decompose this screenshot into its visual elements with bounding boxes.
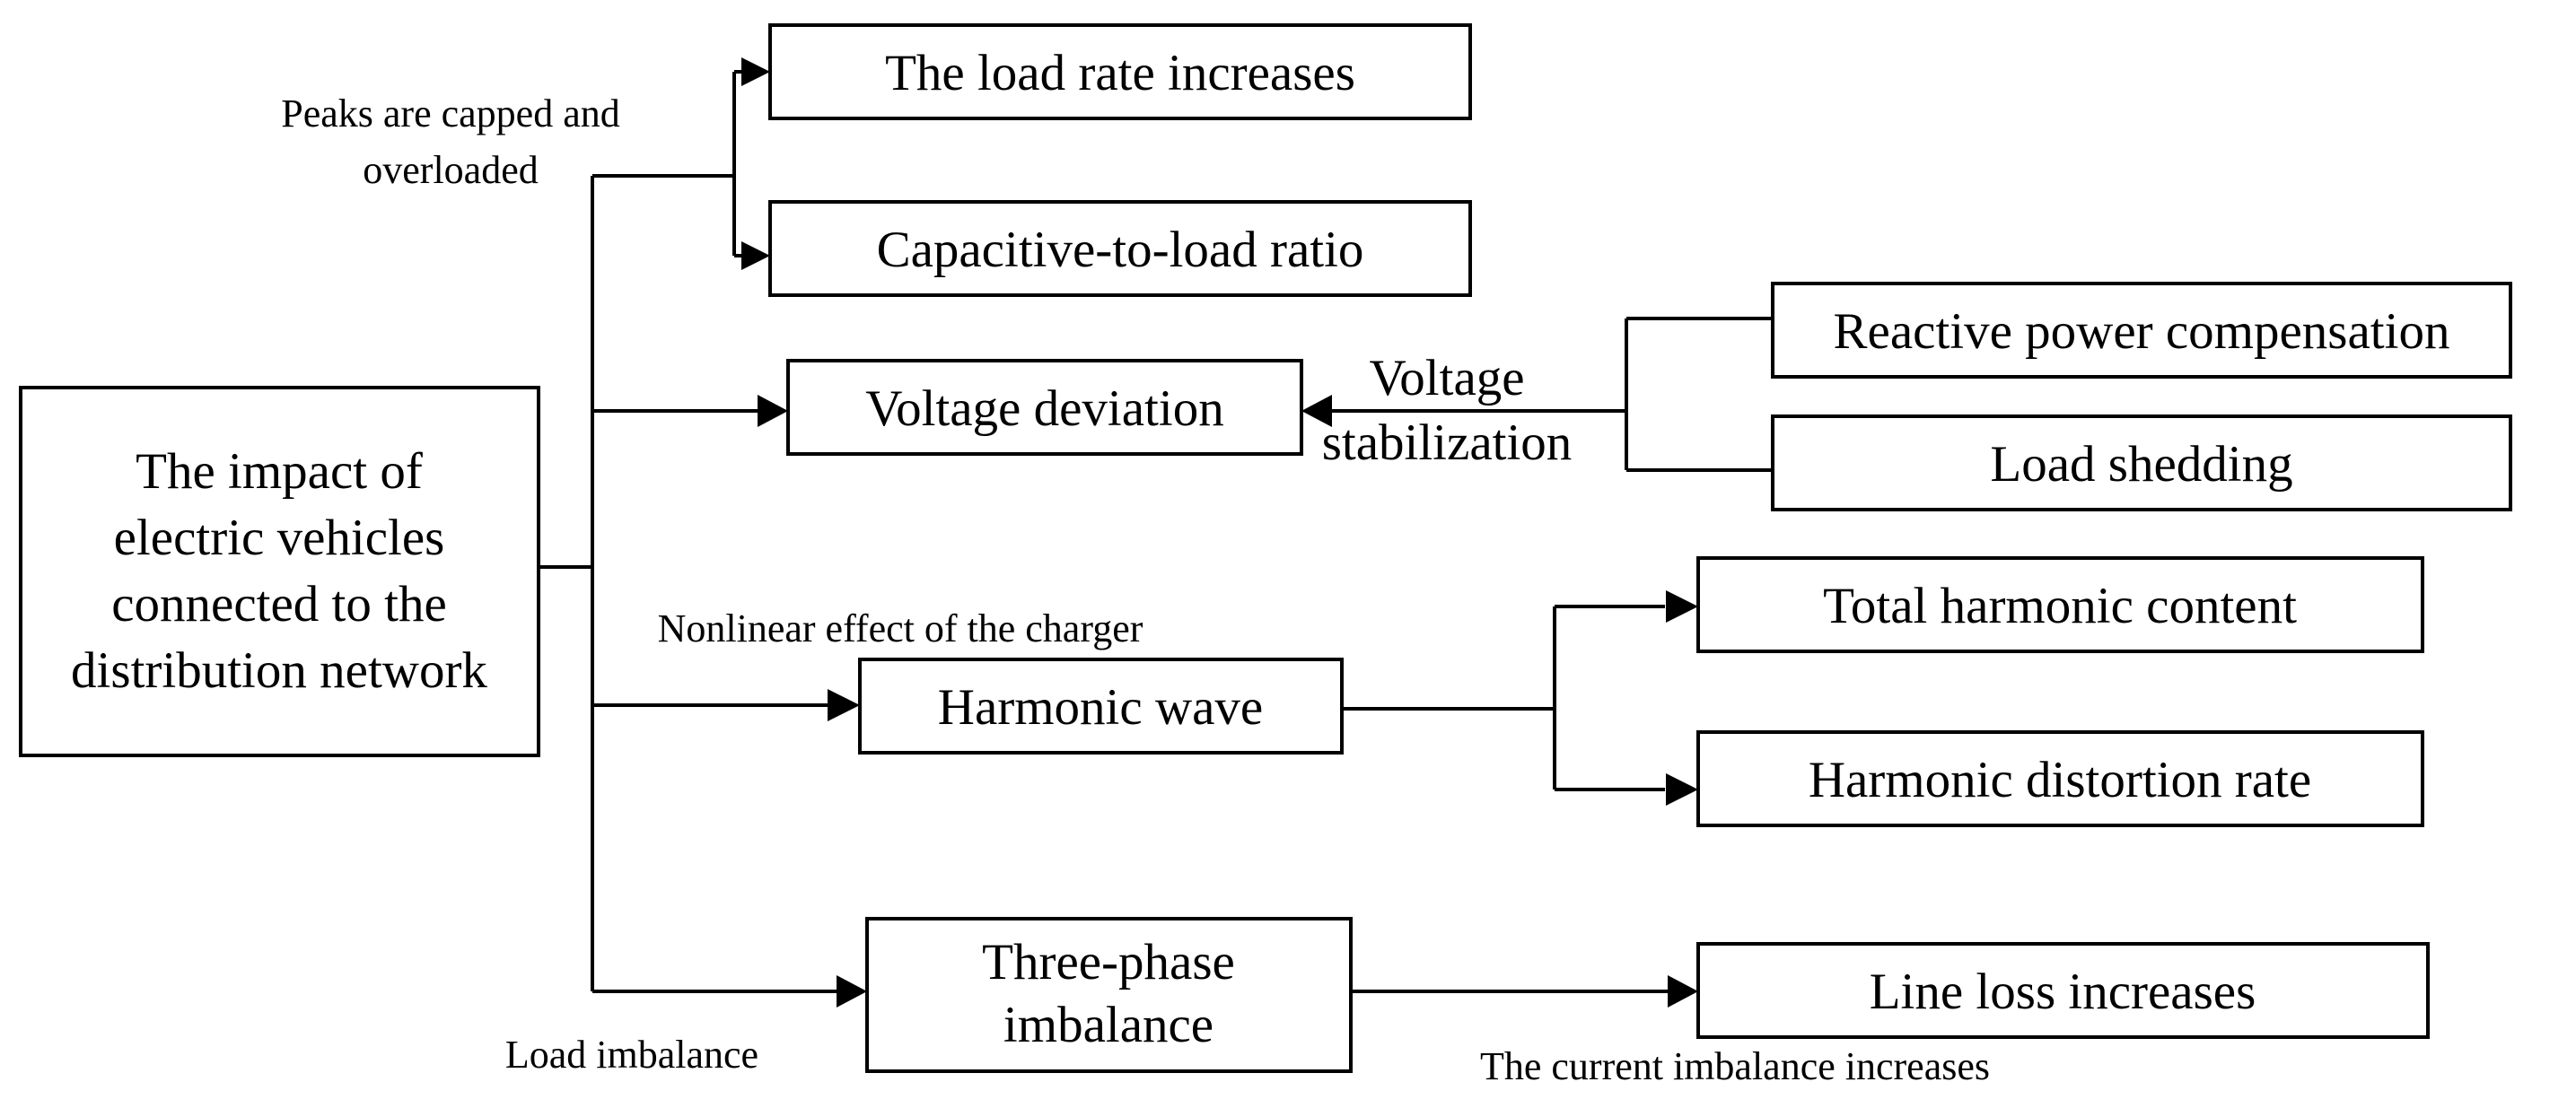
arrow-voltage — [758, 395, 788, 427]
arrow-thd — [1666, 590, 1698, 623]
root-box — [19, 386, 540, 757]
node-load-shedding: Load shedding — [1771, 414, 2512, 511]
node-harmonic: Harmonic wave — [858, 658, 1344, 755]
voltage-deviation-label: Voltage deviation — [865, 380, 1223, 437]
node-voltage-deviation: Voltage deviation — [786, 359, 1303, 456]
nonlinear-label: Nonlinear effect of the charger — [658, 606, 1143, 650]
arrow-stabilization — [1301, 395, 1332, 427]
voltage-stab-line-1: Voltage — [1369, 350, 1524, 406]
voltage-stab-line-2: stabilization — [1322, 414, 1573, 471]
current-imbalance-label: The current imbalance increases — [1480, 1044, 1990, 1088]
reactive-label: Reactive power compensation — [1834, 303, 2450, 360]
node-three-phase: Three-phase imbalance — [865, 917, 1353, 1073]
node-load-rate: The load rate increases — [768, 23, 1472, 120]
three-phase-line-2: imbalance — [1003, 997, 1214, 1053]
node-cap-ratio: Capacitive-to-load ratio — [768, 200, 1472, 297]
peaks-label-line-1: Peaks are capped and — [281, 92, 619, 135]
connectors — [539, 70, 1773, 993]
node-hdr: Harmonic distortion rate — [1696, 730, 2424, 827]
root-line-2: electric vehicles — [114, 510, 445, 566]
root-line-4: distribution network — [71, 642, 487, 699]
load-rate-label: The load rate increases — [885, 45, 1355, 101]
load-imbalance-label: Load imbalance — [505, 1033, 758, 1077]
arrow-harmonic — [828, 689, 860, 721]
node-line-loss: Line loss increases — [1696, 942, 2430, 1039]
edge-labels: Peaks are capped and overloaded Voltage … — [281, 92, 1990, 1088]
arrow-three-phase — [837, 975, 867, 1008]
node-thd: Total harmonic content — [1696, 556, 2424, 653]
three-phase-line-1: Three-phase — [982, 934, 1235, 990]
root-line-3: connected to the — [111, 576, 447, 633]
arrow-load-rate — [741, 57, 770, 86]
hdr-label: Harmonic distortion rate — [1809, 752, 2311, 808]
harmonic-label: Harmonic wave — [938, 679, 1263, 736]
cap-ratio-label: Capacitive-to-load ratio — [877, 222, 1364, 278]
arrow-cap-ratio — [741, 241, 770, 270]
thd-label: Total harmonic content — [1823, 578, 2297, 634]
node-reactive: Reactive power compensation — [1771, 282, 2512, 379]
root-node: The impact of electric vehicles connecte… — [19, 386, 540, 757]
arrow-line-loss — [1668, 975, 1698, 1008]
arrow-hdr — [1666, 773, 1698, 806]
peaks-label-line-2: overloaded — [363, 148, 538, 192]
load-shedding-label: Load shedding — [1990, 436, 2292, 493]
arrowheads — [741, 57, 1698, 1008]
line-loss-label: Line loss increases — [1870, 964, 2256, 1020]
root-line-1: The impact of — [136, 443, 423, 500]
